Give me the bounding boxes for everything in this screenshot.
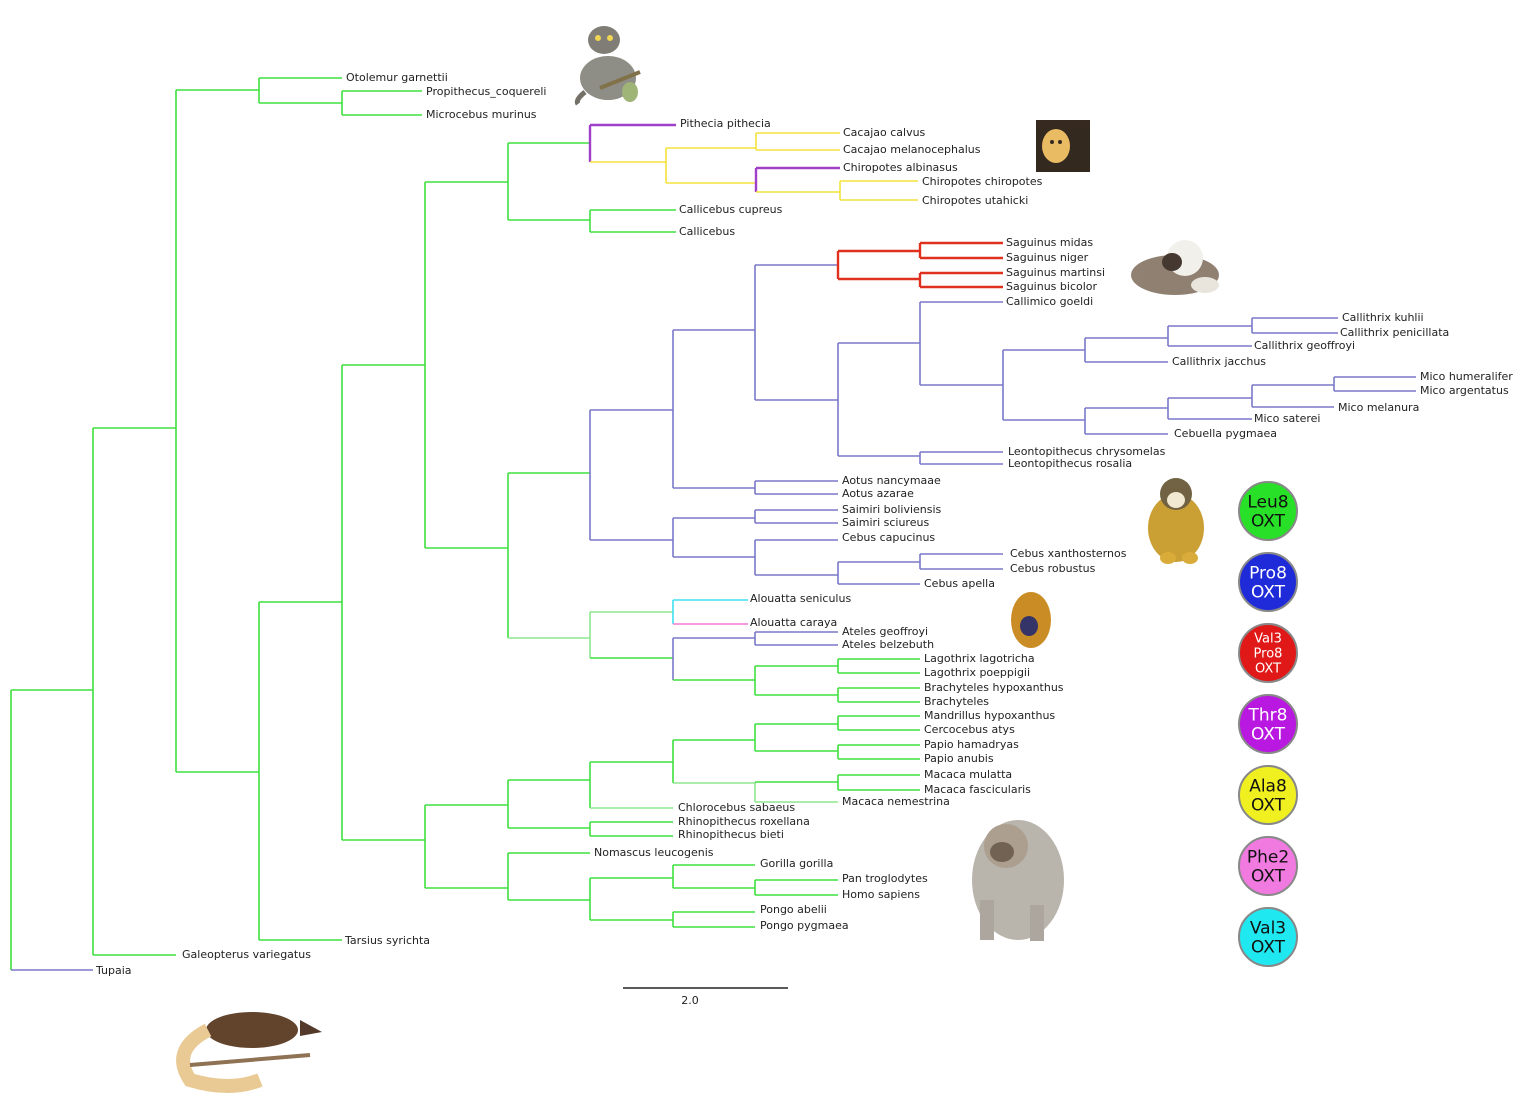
legend-label: OXT [1251,937,1286,957]
taxon-label: Mico saterei [1254,412,1320,425]
taxon-label: Pongo pygmaea [760,919,849,932]
taxon-label: Callithrix geoffroyi [1254,339,1355,352]
uakari-illustration [1036,120,1090,172]
taxon-label: Chiropotes albinasus [843,161,958,174]
substitution-legend: Leu8OXTPro8OXTVal3Pro8OXTThr8OXTAla8OXTP… [1239,482,1297,966]
legend-label: OXT [1251,795,1286,815]
taxon-label: Saguinus niger [1006,251,1089,264]
taxon-label: Microcebus murinus [426,108,537,121]
taxon-label: Galeopterus variegatus [182,948,311,961]
taxon-label: Saguinus midas [1006,236,1093,249]
taxon-label: Macaca mulatta [924,768,1012,781]
taxon-label: Propithecus_coquereli [426,85,546,98]
squirrel-monkey-illustration [1148,478,1204,564]
taxon-label: Papio hamadryas [924,738,1019,751]
legend-label: OXT [1251,582,1286,602]
taxon-label: Papio anubis [924,752,994,765]
taxon-label: Callithrix penicillata [1340,326,1449,339]
legend-label: Ala8 [1249,776,1287,796]
legend-label: OXT [1251,866,1286,886]
taxon-label: Alouatta seniculus [750,592,851,605]
legend-label: Leu8 [1247,492,1288,512]
taxon-label: Otolemur garnettii [346,71,448,84]
tamarin-illustration [1131,240,1219,295]
taxon-label: Alouatta caraya [750,616,837,629]
taxon-label: Ateles belzebuth [842,638,934,651]
taxon-label: Leontopithecus rosalia [1008,457,1132,470]
taxon-label: Cercocebus atys [924,723,1015,736]
taxon-label: Chlorocebus sabaeus [678,801,795,814]
taxon-label: Cebus xanthosternos [1010,547,1127,560]
taxon-label: Brachyteles [924,695,989,708]
taxon-label: Homo sapiens [842,888,920,901]
legend-label: OXT [1255,662,1281,677]
taxon-label: Callithrix jacchus [1172,355,1266,368]
taxon-label: Lagothrix poeppigii [924,666,1030,679]
taxon-label: Saimiri boliviensis [842,503,942,516]
taxon-label: Saimiri sciureus [842,516,929,529]
legend-label: Thr8 [1248,705,1288,725]
taxon-label: Brachyteles hypoxanthus [924,681,1064,694]
taxon-label: Pan troglodytes [842,872,928,885]
legend-label: Phe2 [1247,847,1289,867]
taxon-label: Cebuella pygmaea [1174,427,1277,440]
legend-label: OXT [1251,511,1286,531]
scale-bar-label: 2.0 [681,994,699,1007]
taxon-label: Tupaia [95,964,132,977]
taxon-label: Callithrix kuhlii [1342,311,1424,324]
taxon-label: Cacajao melanocephalus [843,143,981,156]
taxon-label: Callimico goeldi [1006,295,1093,308]
legend-label: Pro8 [1254,647,1283,662]
taxon-label: Cebus capucinus [842,531,935,544]
taxon-label: Saguinus bicolor [1006,280,1098,293]
tree-shrew-illustration [183,1012,322,1086]
taxon-label: Macaca nemestrina [842,795,950,808]
taxon-label: Lagothrix lagotricha [924,652,1035,665]
taxon-label: Chiropotes chiropotes [922,175,1043,188]
legend-label: Val3 [1250,918,1286,938]
legend-label: OXT [1251,724,1286,744]
taxon-label: Cebus robustus [1010,562,1096,575]
taxon-label: Gorilla gorilla [760,857,833,870]
legend-label: Val3 [1254,632,1282,647]
taxon-label: Mandrillus hypoxanthus [924,709,1055,722]
taxon-label: Tarsius syrichta [344,934,430,947]
lemur-illustration [577,26,640,104]
taxon-label: Mico argentatus [1420,384,1509,397]
taxon-label: Ateles geoffroyi [842,625,928,638]
taxon-label: Callicebus [679,225,735,238]
scale-bar: 2.0 [623,988,788,1007]
legend-label: Pro8 [1249,563,1287,583]
taxon-label: Pongo abelii [760,903,827,916]
taxon-label: Nomascus leucogenis [594,846,714,859]
taxon-label: Chiropotes utahicki [922,194,1028,207]
taxon-label: Pithecia pithecia [680,117,771,130]
taxon-label: Cebus apella [924,577,995,590]
taxon-label: Cacajao calvus [843,126,926,139]
taxon-label: Mico melanura [1338,401,1419,414]
taxon-label: Rhinopithecus roxellana [678,815,810,828]
taxon-label: Aotus azarae [842,487,914,500]
taxon-label: Saguinus martinsi [1006,266,1105,279]
gorilla-illustration [972,820,1064,941]
taxon-label: Aotus nancymaae [842,474,941,487]
taxon-label: Callicebus cupreus [679,203,783,216]
taxon-label: Mico humeralifer [1420,370,1513,383]
taxon-labels: Otolemur garnettiiPropithecus_coquereliM… [95,71,1513,977]
taxon-label: Rhinopithecus bieti [678,828,784,841]
howler-monkey-illustration [1011,592,1051,648]
